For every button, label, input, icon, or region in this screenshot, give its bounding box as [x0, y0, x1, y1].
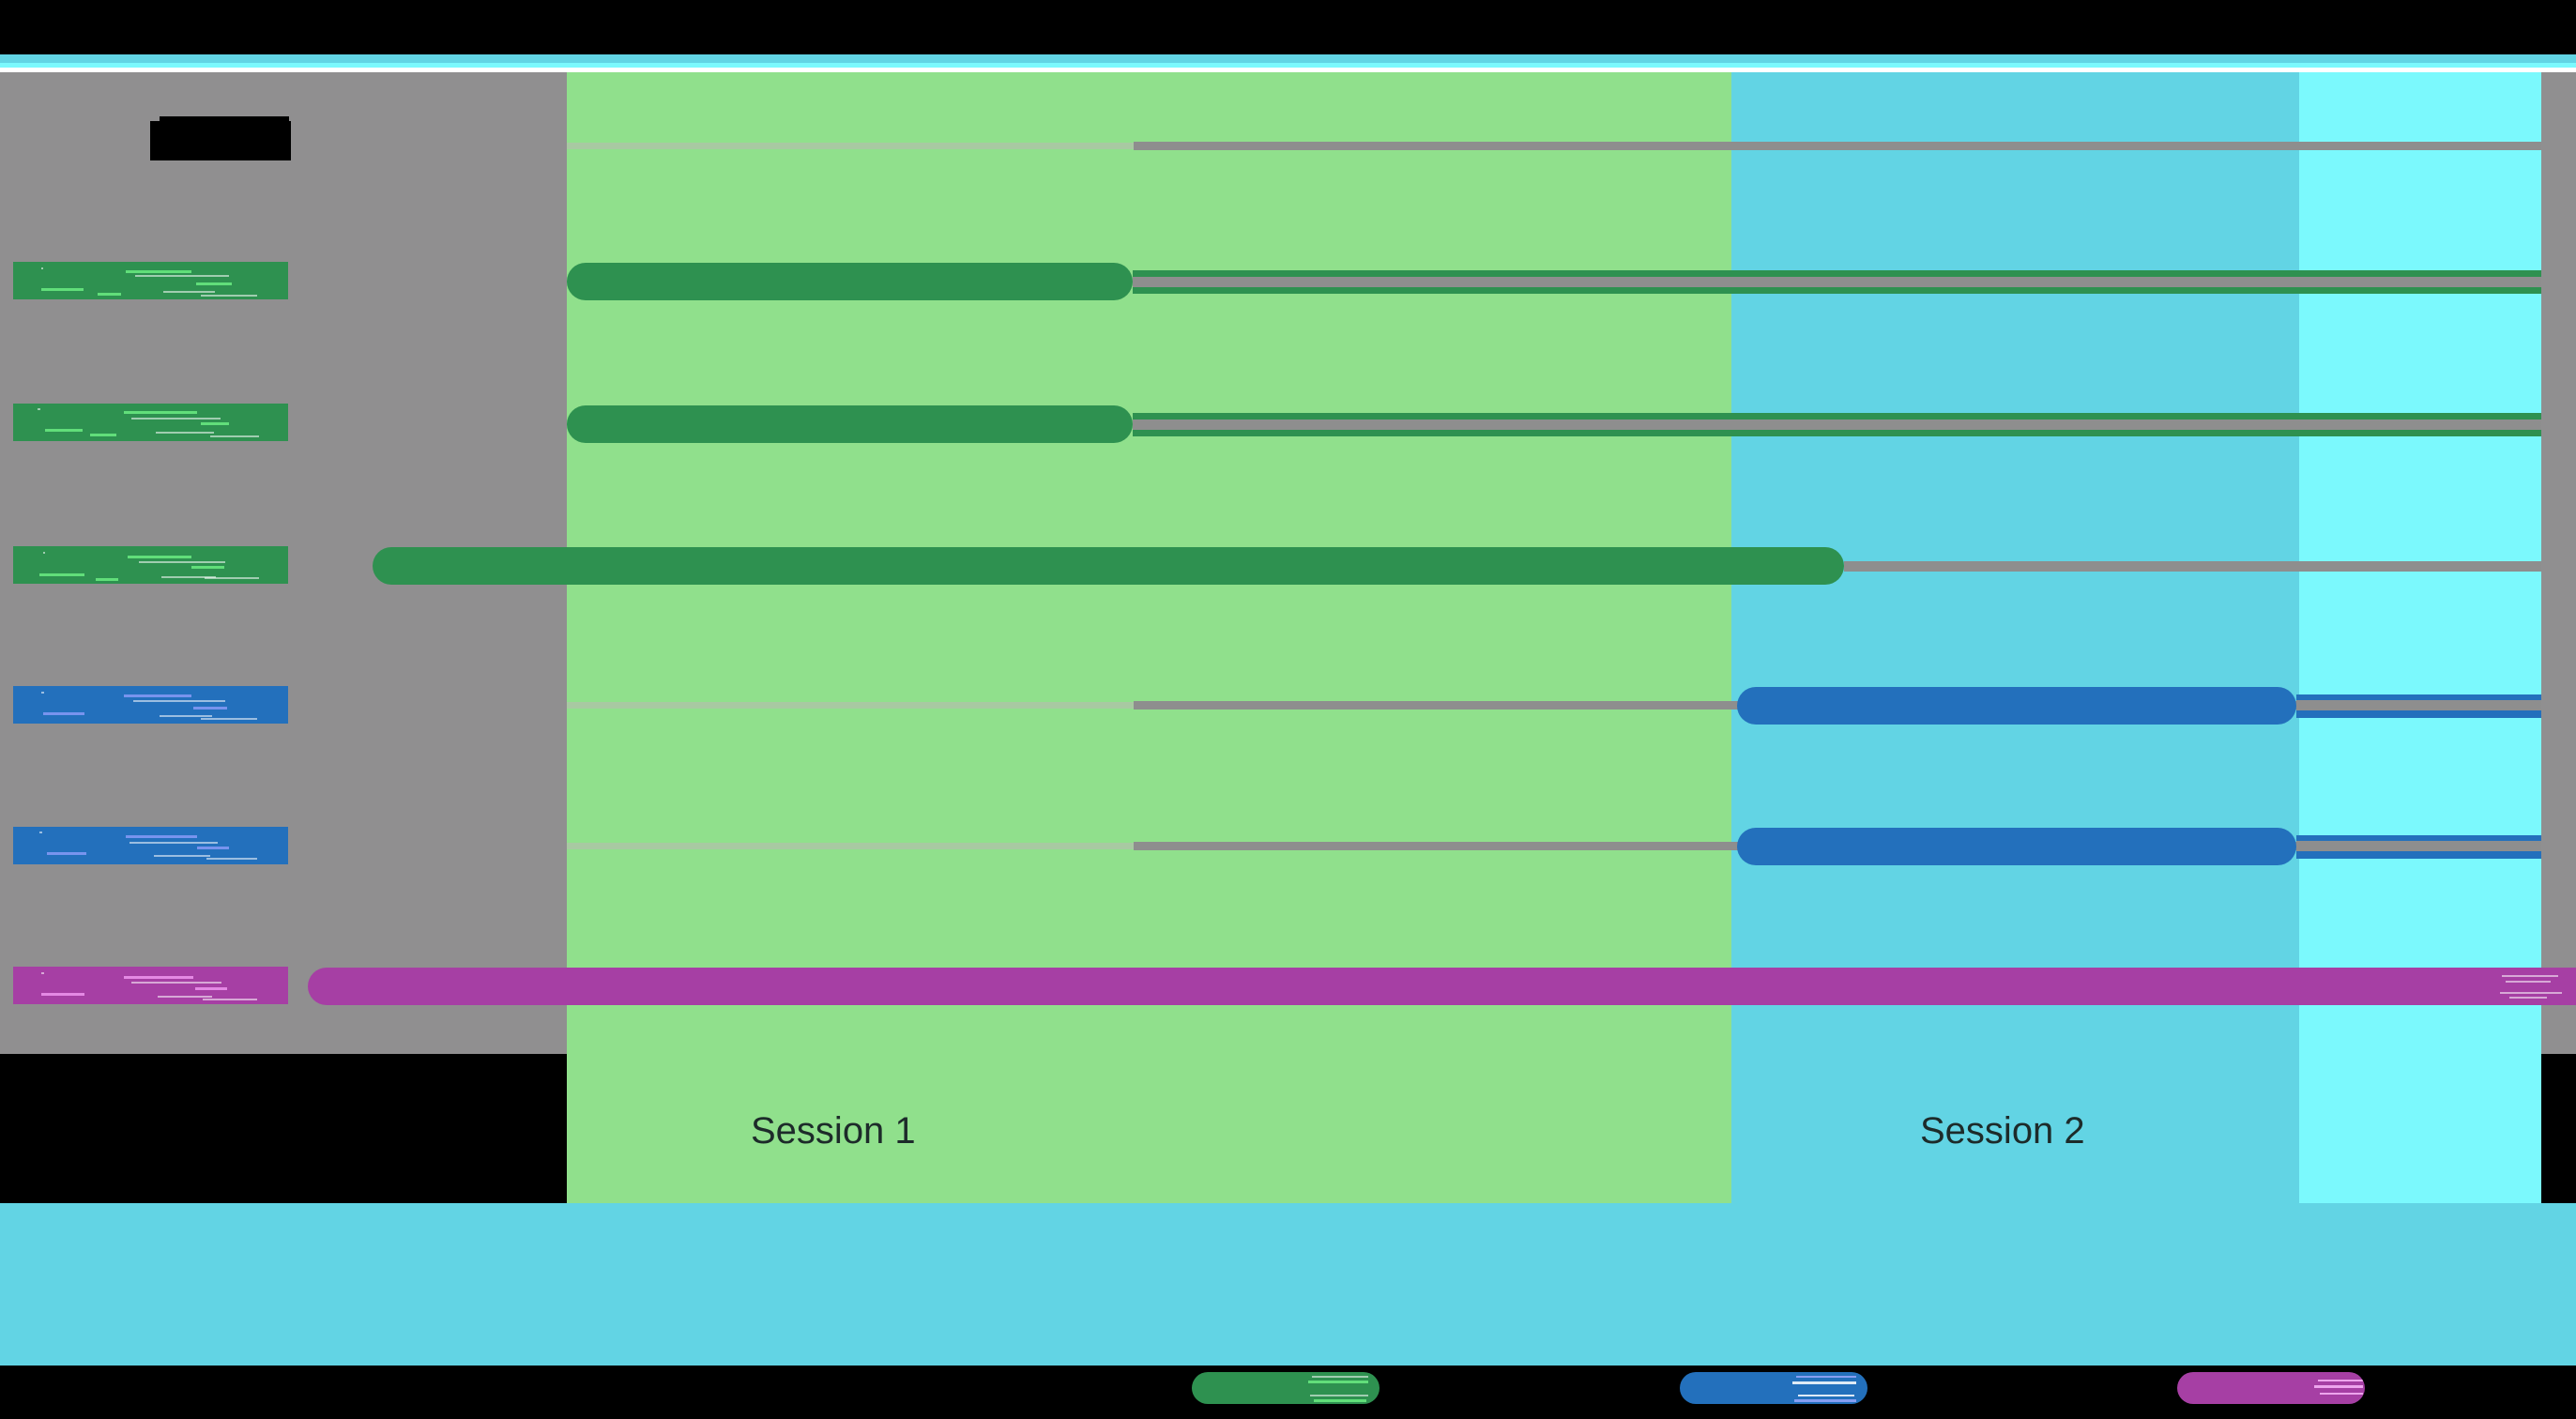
row-label-2-redaction [13, 404, 288, 441]
chart-panel-right-gutter [2541, 72, 2576, 1054]
legend-item-blue[interactable] [1680, 1372, 1867, 1404]
gantt-bar-row-2-tail-line [1133, 420, 2541, 430]
band-session-2 [1731, 72, 2299, 1263]
top-rail-white [0, 68, 2576, 72]
row-guide-4-faint [567, 702, 1134, 709]
top-rail-cyan [0, 54, 2576, 63]
row-label-3-redaction [13, 546, 288, 584]
band-session-1 [567, 72, 1731, 1263]
row-label-5[interactable] [13, 827, 288, 864]
page-title-redaction [150, 121, 291, 160]
row-label-1-redaction [13, 262, 288, 299]
legend-item-green[interactable] [1192, 1372, 1379, 1404]
band-session-3 [2299, 72, 2541, 1263]
gantt-bar-row-3[interactable] [373, 547, 1844, 585]
gantt-bar-row-6-redaction [2496, 968, 2576, 1005]
row-label-6[interactable] [13, 967, 288, 1004]
legend-item-magenta-redaction [2177, 1372, 2365, 1404]
page-title [150, 121, 291, 160]
row-label-5-redaction [13, 827, 288, 864]
row-label-1[interactable] [13, 262, 288, 299]
session-1-label: Session 1 [751, 1110, 916, 1152]
row-label-2[interactable] [13, 404, 288, 441]
legend-item-green-redaction [1192, 1372, 1379, 1404]
row-label-4-redaction [13, 686, 288, 724]
label-column-divider [288, 72, 291, 1054]
row-guide-0-faint [567, 143, 1134, 149]
legend-item-magenta[interactable] [2177, 1372, 2365, 1404]
top-rail-cyan-bright [0, 63, 2576, 68]
row-label-6-redaction [13, 967, 288, 1004]
legend-item-blue-redaction [1680, 1372, 1867, 1404]
row-label-3[interactable] [13, 546, 288, 584]
bottom-panel [0, 1203, 2576, 1366]
gantt-bar-row-2[interactable] [567, 405, 1133, 443]
gantt-bar-row-1[interactable] [567, 263, 1133, 300]
gantt-bar-row-5[interactable] [1737, 828, 2296, 865]
gantt-bar-row-1-tail-line [1133, 277, 2541, 287]
row-guide-0 [1134, 142, 2541, 150]
gantt-bar-row-3-tail-line [1844, 561, 2541, 572]
row-guide-5-faint [567, 843, 1134, 849]
gantt-bar-row-4-tail-line [2296, 700, 2541, 710]
row-label-4[interactable] [13, 686, 288, 724]
gantt-bar-row-6[interactable] [308, 968, 2576, 1005]
session-2-label: Session 2 [1920, 1110, 2085, 1152]
gantt-bar-row-5-tail-line [2296, 841, 2541, 851]
gantt-bar-row-4[interactable] [1737, 687, 2296, 725]
